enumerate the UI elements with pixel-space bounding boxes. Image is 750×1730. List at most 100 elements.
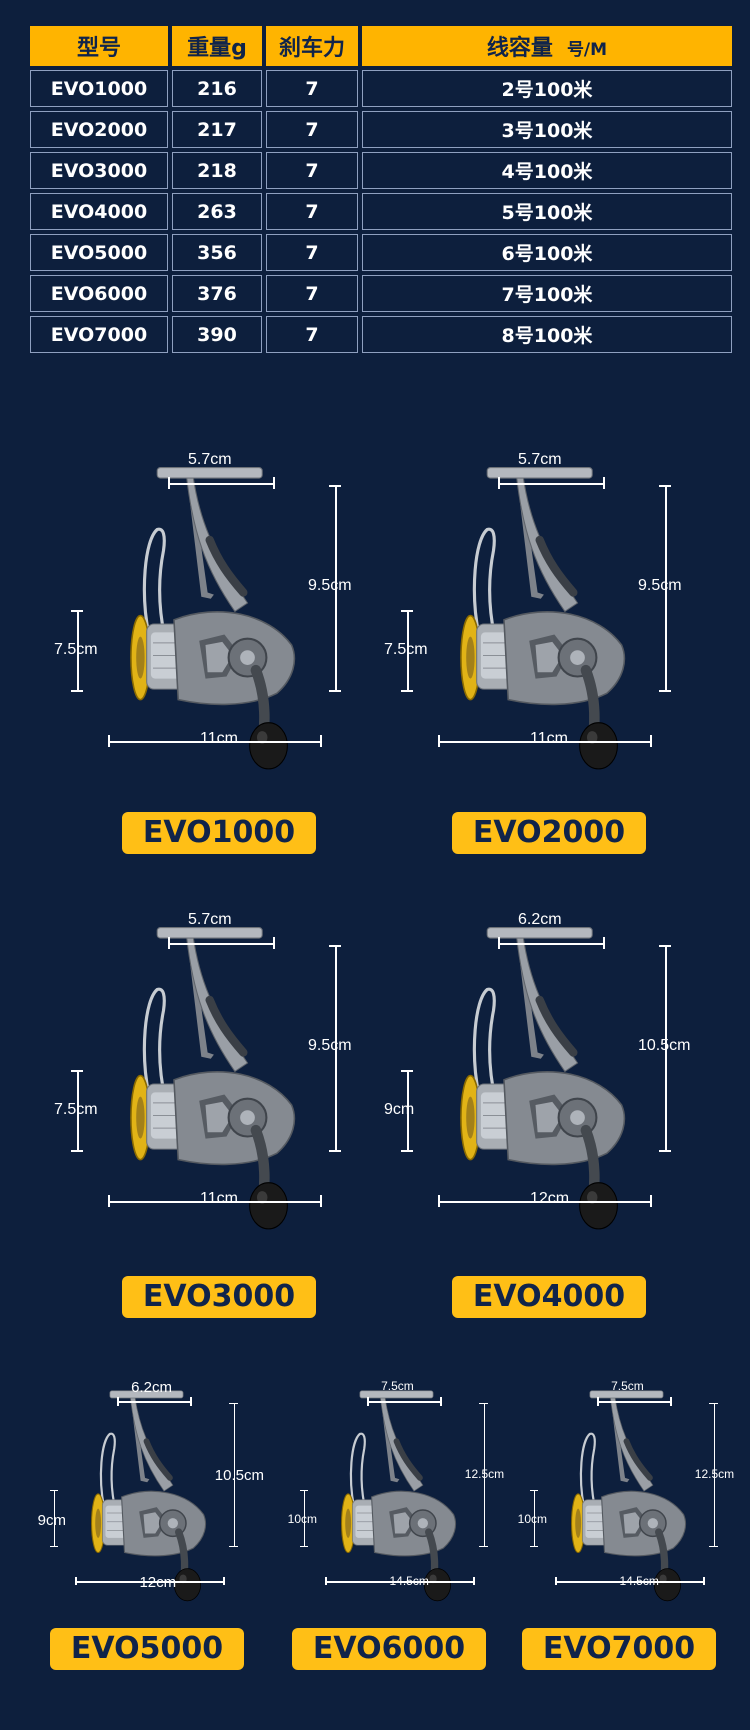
handle-dim-label: 5.7cm	[188, 451, 232, 468]
length-dim-line	[75, 1581, 224, 1583]
spool-dim-tick	[71, 1070, 83, 1072]
cell-model: EVO6000	[30, 275, 168, 312]
model-label: EVO2000	[452, 812, 646, 854]
height-dim-line	[665, 485, 667, 690]
handle-dim-tick	[670, 1397, 672, 1406]
cell-capacity: 4号100米	[362, 152, 732, 189]
cell-drag: 7	[266, 234, 358, 271]
spool-dim-label: 10cm	[517, 1511, 547, 1526]
cell-model: EVO7000	[30, 316, 168, 353]
length-dim-tick	[108, 735, 110, 747]
spool-dim-tick	[71, 610, 83, 612]
length-dim-line	[108, 1201, 320, 1203]
spool-dim-line	[77, 1070, 79, 1150]
length-dim-tick	[75, 1577, 77, 1586]
model-label: EVO3000	[122, 1276, 316, 1318]
length-dim-tick	[703, 1577, 705, 1586]
cell-weight: 218	[172, 152, 262, 189]
spool-dim-label: 9cm	[384, 1101, 415, 1118]
handle-dim-tick	[367, 1397, 369, 1406]
spool-dim-line	[53, 1489, 56, 1546]
handle-dim-tick	[168, 477, 170, 489]
cell-model: EVO1000	[30, 70, 168, 107]
model-label: EVO7000	[522, 1628, 716, 1670]
height-dim-tick	[329, 485, 341, 487]
length-dim-tick	[555, 1577, 557, 1586]
handle-dim-tick	[273, 937, 275, 949]
length-dim-label: 11cm	[530, 730, 568, 747]
handle-dim-tick	[273, 477, 275, 489]
cell-drag: 7	[266, 193, 358, 230]
cell-drag: 7	[266, 70, 358, 107]
length-dim-tick	[650, 1195, 652, 1207]
header-capacity: 线容量号/M	[362, 26, 732, 66]
spool-dim-tick	[299, 1545, 308, 1548]
cell-drag: 7	[266, 152, 358, 189]
height-dim-line	[483, 1402, 486, 1546]
cell-drag: 7	[266, 275, 358, 312]
height-dim-line	[713, 1402, 716, 1546]
spec-header-row: 型号 重量g 刹车力 线容量号/M	[30, 26, 732, 66]
height-dim-tick	[229, 1545, 238, 1548]
handle-dim-label: 7.5cm	[611, 1379, 644, 1394]
spool-dim-label: 10cm	[287, 1511, 317, 1526]
reel-figure: 7.5cm 12.5cm 10cm 14.5cm	[480, 1340, 745, 1619]
length-dim-line	[438, 1201, 650, 1203]
cell-capacity: 6号100米	[362, 234, 732, 271]
handle-dim-tick	[440, 1397, 442, 1406]
spool-dim-tick	[71, 1150, 83, 1152]
length-dim-label: 12cm	[139, 1573, 177, 1591]
cell-weight: 376	[172, 275, 262, 312]
spool-dim-label: 9cm	[37, 1511, 66, 1529]
spool-dim-line	[303, 1489, 306, 1546]
spool-dim-tick	[401, 610, 413, 612]
spool-dim-line	[533, 1489, 536, 1546]
handle-dim-tick	[190, 1397, 192, 1406]
handle-dim-tick	[597, 1397, 599, 1406]
model-label: EVO6000	[292, 1628, 486, 1670]
height-dim-tick	[479, 1545, 488, 1548]
handle-dim-line	[597, 1401, 671, 1403]
length-dim-line	[108, 741, 320, 743]
length-dim-label: 14.5cm	[619, 1573, 659, 1588]
height-dim-label: 12.5cm	[694, 1466, 735, 1481]
header-capacity-unit: 号/M	[566, 40, 608, 60]
height-dim-tick	[329, 690, 341, 692]
length-dim-tick	[223, 1577, 225, 1586]
handle-dim-tick	[603, 937, 605, 949]
handle-dim-label: 5.7cm	[188, 911, 232, 928]
length-dim-tick	[108, 1195, 110, 1207]
height-dim-line	[233, 1402, 236, 1546]
length-dim-line	[325, 1581, 474, 1583]
spool-dim-line	[407, 1070, 409, 1150]
height-dim-label: 12.5cm	[464, 1466, 505, 1481]
handle-dim-line	[498, 483, 603, 485]
height-dim-tick	[659, 485, 671, 487]
spool-dim-tick	[71, 690, 83, 692]
height-dim-tick	[229, 1402, 238, 1405]
spool-dim-tick	[49, 1545, 58, 1548]
cell-capacity: 3号100米	[362, 111, 732, 148]
cell-weight: 216	[172, 70, 262, 107]
spool-dim-line	[77, 610, 79, 690]
spool-dim-label: 7.5cm	[384, 641, 428, 658]
height-dim-line	[335, 945, 337, 1150]
header-drag: 刹车力	[266, 26, 358, 66]
cell-weight: 263	[172, 193, 262, 230]
length-dim-tick	[473, 1577, 475, 1586]
spool-dim-tick	[529, 1489, 538, 1492]
cell-weight: 217	[172, 111, 262, 148]
length-dim-label: 14.5cm	[389, 1573, 429, 1588]
handle-dim-tick	[117, 1397, 119, 1406]
length-dim-label: 11cm	[200, 1190, 238, 1207]
height-dim-tick	[709, 1545, 718, 1548]
cell-drag: 7	[266, 316, 358, 353]
